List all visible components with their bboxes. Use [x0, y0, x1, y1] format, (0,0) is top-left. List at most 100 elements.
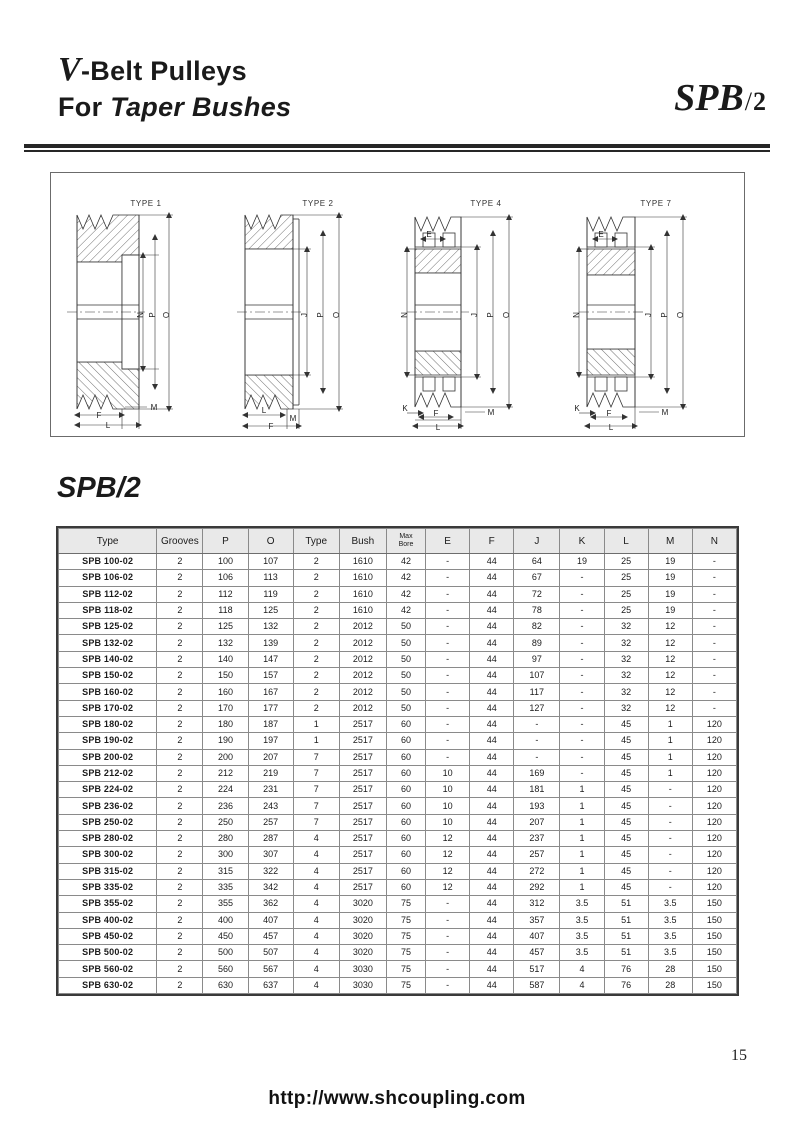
cell-type: SPB 450-02	[57, 927, 158, 946]
brand-slash: /	[744, 87, 752, 116]
cell-p: 400	[202, 911, 249, 929]
dim-label-f: F	[97, 411, 102, 420]
cell-bush: 2012	[338, 699, 387, 717]
col-header-m: M	[647, 528, 693, 554]
cell-m: 19	[647, 569, 693, 587]
cell-k: -	[559, 764, 605, 783]
cell-f: 44	[469, 732, 515, 750]
cell-e: -	[425, 683, 471, 701]
cell-max-bore: 50	[385, 634, 427, 652]
cell-m: 12	[647, 683, 693, 701]
cell-f: 44	[469, 552, 515, 571]
cell-j: 237	[513, 830, 561, 848]
dim-label-f: F	[607, 409, 612, 418]
cell-type: SPB 400-02	[57, 911, 158, 929]
cell-k: -	[559, 569, 605, 587]
cell-k: -	[559, 601, 605, 620]
cell-n: 150	[691, 960, 738, 978]
cell-p: 560	[202, 960, 249, 978]
cell-bush: 2012	[338, 683, 387, 701]
cell-j: 357	[513, 911, 561, 929]
cell-o: 132	[247, 618, 294, 636]
cell-max-bore: 42	[385, 569, 427, 587]
cell-f: 44	[469, 764, 515, 783]
cell-l: 45	[603, 862, 649, 880]
cell-grooves: 2	[156, 830, 204, 848]
col-header-bush: Bush	[338, 528, 387, 554]
cell-n: 150	[691, 944, 738, 962]
cell-grooves: 2	[156, 927, 204, 946]
cell-l: 25	[603, 601, 649, 620]
cell-k: 3.5	[559, 927, 605, 946]
cell-grooves: 2	[156, 699, 204, 717]
cell-m: 1	[647, 764, 693, 783]
cell-f: 44	[469, 846, 515, 864]
col-header-grooves: Grooves	[156, 528, 204, 554]
cell-max-bore: 42	[385, 601, 427, 620]
diagram-type-4-label: TYPE 4	[470, 199, 502, 208]
cell-o: 197	[247, 732, 294, 750]
cell-max-bore: 50	[385, 667, 427, 685]
cell-k: 1	[559, 878, 605, 897]
cell-k: 3.5	[559, 944, 605, 962]
cell-j: 67	[513, 569, 561, 587]
cell-k: -	[559, 715, 605, 734]
title-line-2-emphasis: Taper Bushes	[110, 92, 292, 122]
cell-bush: 2517	[338, 781, 387, 799]
cell-p: 212	[202, 764, 249, 783]
cell-k: 3.5	[559, 911, 605, 929]
cell-bush: 2517	[338, 732, 387, 750]
cell-p: 132	[202, 634, 249, 652]
cell-j: 64	[513, 552, 561, 571]
cell-type: SPB 355-02	[57, 895, 158, 913]
cell-type: 7	[292, 781, 340, 799]
cell-grooves: 2	[156, 601, 204, 620]
cell-l: 45	[603, 781, 649, 799]
cell-n: 120	[691, 781, 738, 799]
cell-f: 44	[469, 813, 515, 832]
cell-j: 127	[513, 699, 561, 717]
brand-main: SPB	[674, 77, 744, 119]
cell-e: 12	[425, 862, 471, 880]
cell-n: -	[691, 585, 738, 603]
cell-type: 4	[292, 927, 340, 946]
page-header: V-Belt Pulleys For Taper Bushes SPB/2	[0, 0, 794, 150]
cell-k: -	[559, 683, 605, 701]
cell-grooves: 2	[156, 862, 204, 880]
col-header-f: F	[469, 528, 515, 554]
cell-bush: 3020	[338, 944, 387, 962]
cell-type: SPB 190-02	[57, 732, 158, 750]
cell-l: 45	[603, 764, 649, 783]
cell-k: 4	[559, 960, 605, 978]
cell-type: SPB 500-02	[57, 944, 158, 962]
cell-o: 107	[247, 552, 294, 571]
cell-m: 12	[647, 634, 693, 652]
cell-type: 2	[292, 667, 340, 685]
cell-l: 51	[603, 911, 649, 929]
max-bore-line1: Max	[399, 532, 413, 540]
cell-m: 12	[647, 650, 693, 669]
cell-type: 4	[292, 895, 340, 913]
cell-l: 25	[603, 585, 649, 603]
cell-type: SPB 160-02	[57, 683, 158, 701]
cell-j: -	[513, 748, 561, 766]
cell-j: 587	[513, 976, 561, 995]
cell-p: 125	[202, 618, 249, 636]
diagram-type-2-drawing: J P O L M F	[237, 212, 343, 431]
diagram-type-4: TYPE 4	[399, 173, 573, 436]
brand-logo: SPB/2	[674, 76, 766, 120]
cell-l: 45	[603, 813, 649, 832]
cell-o: 342	[247, 878, 294, 897]
cell-f: 44	[469, 634, 515, 652]
cell-j: 89	[513, 634, 561, 652]
cell-m: 19	[647, 552, 693, 571]
cell-p: 355	[202, 895, 249, 913]
cell-l: 45	[603, 748, 649, 766]
